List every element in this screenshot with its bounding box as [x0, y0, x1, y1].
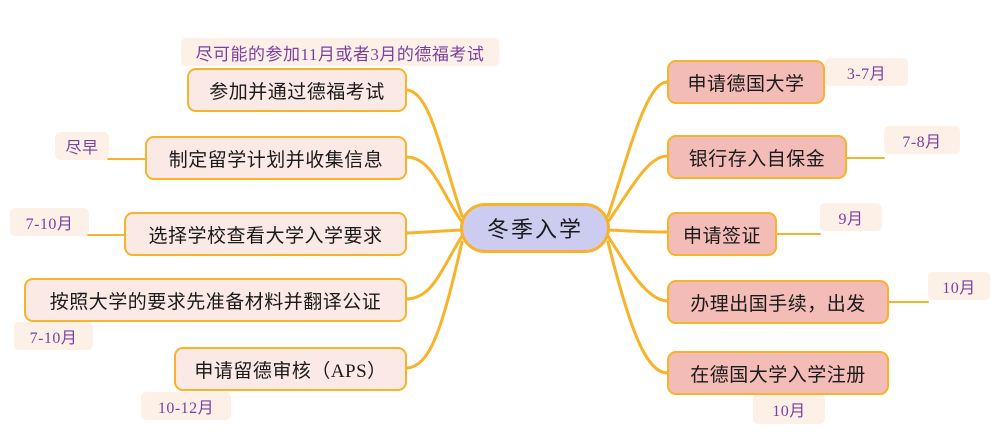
tag-text: 10月 [772, 403, 806, 420]
node-bank-deposit[interactable]: 银行存入自保金 [667, 135, 847, 179]
center-node-label: 冬季入学 [486, 217, 583, 242]
connector-right-2 [606, 154, 669, 224]
node-label: 申请留德审核（APS） [194, 360, 387, 382]
node-label: 参加并通过德福考试 [209, 81, 385, 103]
connector-right-4 [606, 234, 669, 303]
node-label: 选择学校查看大学入学要求 [148, 225, 383, 247]
connector-right-5 [606, 240, 669, 375]
tag-study-plan: 尽早 [55, 132, 109, 160]
node-apply-university[interactable]: 申请德国大学 [667, 60, 825, 104]
connector-left-3 [405, 228, 465, 235]
tag-text: 9月 [838, 211, 864, 228]
node-exit-procedures[interactable]: 办理出国手续，出发 [667, 280, 889, 324]
connector-right-3 [605, 228, 669, 234]
connector-left-1 [405, 88, 464, 218]
connector-left-5 [405, 240, 464, 370]
center-node[interactable]: 冬季入学 [460, 203, 610, 253]
tag-apply-visa: 9月 [820, 203, 882, 231]
tag-apply-university: 3-7月 [825, 58, 908, 86]
tag-text: 10月 [942, 280, 976, 297]
tag-text: 尽早 [65, 140, 99, 157]
node-apply-visa[interactable]: 申请签证 [667, 212, 777, 256]
connector-right-1 [606, 80, 669, 218]
node-label: 在德国大学入学注册 [690, 364, 866, 386]
tag-enroll-university: 10月 [753, 394, 825, 424]
annotation-toefl-note: 尽可能的参加11月或者3月的德福考试 [181, 38, 499, 66]
tag-prepare-materials: 7-10月 [14, 322, 93, 350]
tag-choose-school: 7-10月 [10, 208, 89, 236]
tag-text: 10-12月 [157, 400, 215, 417]
tag-text: 7-8月 [902, 134, 942, 151]
node-label: 制定留学计划并收集信息 [168, 149, 384, 171]
tag-text: 7-10月 [29, 330, 78, 347]
tag-aps-review: 10-12月 [141, 392, 231, 420]
node-enroll-university[interactable]: 在德国大学入学注册 [667, 351, 889, 395]
tag-bank-deposit: 7-8月 [884, 126, 960, 154]
node-toefl-exam[interactable]: 参加并通过德福考试 [187, 68, 407, 112]
node-label: 申请签证 [682, 225, 761, 247]
node-label: 按照大学的要求先准备材料并翻译公证 [49, 291, 382, 313]
tag-text: 7-10月 [25, 216, 74, 233]
tag-text: 3-7月 [846, 66, 887, 83]
node-study-plan[interactable]: 制定留学计划并收集信息 [145, 136, 407, 180]
annotation-text: 尽可能的参加11月或者3月的德福考试 [195, 44, 485, 64]
node-label: 申请德国大学 [687, 73, 805, 95]
node-choose-school[interactable]: 选择学校查看大学入学要求 [124, 212, 407, 256]
connector-left-2 [405, 155, 464, 224]
node-aps-review[interactable]: 申请留德审核（APS） [174, 347, 407, 391]
tag-exit-procedures: 10月 [928, 272, 990, 300]
node-label: 银行存入自保金 [688, 148, 826, 170]
node-prepare-materials[interactable]: 按照大学的要求先准备材料并翻译公证 [24, 278, 407, 322]
node-label: 办理出国手续，出发 [690, 293, 866, 315]
connector-left-4 [405, 234, 464, 301]
